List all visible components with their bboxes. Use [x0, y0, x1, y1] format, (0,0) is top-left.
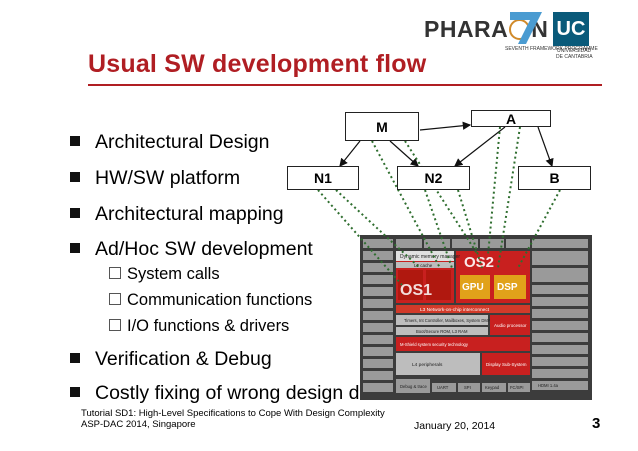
os2-label: OS2 — [464, 254, 494, 271]
chip-right-column — [532, 239, 588, 390]
checkbox-icon — [109, 319, 121, 331]
node-n1: N1 — [287, 166, 359, 190]
sub-bullet-io-drivers: I/O functions & drivers — [109, 317, 289, 336]
footer-line-2: ASP-DAC 2014, Singapore — [81, 419, 196, 430]
debug-label: Debug & trace — [400, 384, 427, 389]
audio-label: Audio processor — [494, 323, 527, 328]
keypad-label: Keypad — [485, 385, 500, 390]
hdmi-label: HDMI 1.4a — [538, 383, 559, 388]
edge-a-n2 — [454, 126, 506, 167]
sub-bullet-communication: Communication functions — [109, 291, 312, 310]
l2-label: L2 cache — [414, 263, 433, 268]
node-n2: N2 — [397, 166, 470, 190]
bullet-architectural-mapping: Architectural mapping — [70, 203, 284, 226]
bullet-square-icon — [70, 208, 80, 218]
bullet-square-icon — [70, 387, 80, 397]
chip-left-column — [363, 239, 393, 392]
bullet-text: Verification & Debug — [95, 348, 272, 370]
bullet-text: Ad/Hoc SW development — [95, 238, 313, 260]
dsp-label: DSP — [497, 282, 518, 293]
uc-caption-2: DE CANTABRIA — [556, 54, 593, 60]
soc-block-diagram: Dynamic memory manager L2 cache OS1 OS2 … — [360, 235, 592, 400]
bullet-square-icon — [70, 243, 80, 253]
uart-label: UART — [437, 385, 449, 390]
edge-m-n1 — [339, 140, 361, 167]
bullet-architectural-design: Architectural Design — [70, 131, 270, 154]
chip-top-row — [396, 239, 530, 248]
security-label: M-Shield system security technology — [400, 342, 469, 347]
seventh-framework-caption: SEVENTH FRAMEWORK PROGRAMME — [505, 46, 598, 52]
sub-bullet-text: System calls — [127, 265, 220, 283]
bullet-hw-sw-platform: HW/SW platform — [70, 167, 240, 190]
bullet-adhoc-sw-development: Ad/Hoc SW development — [70, 238, 313, 261]
footer-citation: Tutorial SD1: High-Level Specifications … — [81, 408, 385, 430]
dyn-mem-label: Dynamic memory manager — [400, 254, 460, 260]
bullet-text: Architectural Design — [95, 131, 270, 153]
display-label: Display Sub-System — [486, 362, 527, 367]
edge-m-a — [419, 121, 472, 131]
node-m: M — [345, 112, 419, 141]
footer-line-1: Tutorial SD1: High-Level Specifications … — [81, 408, 385, 419]
footer-date: January 20, 2014 — [414, 420, 496, 432]
bullet-square-icon — [70, 136, 80, 146]
sub-bullet-text: Communication functions — [127, 291, 313, 309]
page-number: 3 — [592, 415, 601, 432]
os1-label: OS1 — [400, 282, 432, 299]
node-b: B — [518, 166, 591, 190]
slide-title: Usual SW development flow — [88, 50, 427, 78]
sub-bullet-text: I/O functions & drivers — [127, 317, 290, 335]
uc-caption-1: UNIVERSIDAD — [557, 48, 592, 54]
bullet-square-icon — [70, 353, 80, 363]
uc-logo: UC — [553, 12, 589, 46]
edge-a-b — [537, 126, 554, 168]
spi-label: SPI — [464, 385, 471, 390]
sub-bullet-system-calls: System calls — [109, 265, 220, 284]
bullet-costly-fixing: Costly fixing of wrong design decisions — [70, 382, 430, 405]
seventh-framework-logo — [510, 12, 542, 44]
l3-label: L3 Network-on-chip interconnect — [420, 307, 490, 313]
checkbox-icon — [109, 267, 121, 279]
mapping-edges — [317, 126, 561, 286]
pharaon-logo-left: PHARA — [424, 16, 509, 42]
bullet-square-icon — [70, 172, 80, 182]
l4-label: L4 peripherals — [412, 362, 443, 368]
node-a: A — [471, 110, 551, 127]
seven-shape — [510, 12, 542, 44]
checkbox-icon — [109, 293, 121, 305]
l3-interconnect — [396, 305, 530, 313]
bullet-verification-debug: Verification & Debug — [70, 348, 272, 371]
edge-m-n2 — [389, 140, 419, 167]
fc-label: FC/SPI — [510, 385, 524, 390]
bullet-text: HW/SW platform — [95, 167, 241, 189]
timers-label: Timers, Int Controller, Mailboxes, Syste… — [404, 318, 491, 323]
title-underline — [88, 84, 602, 86]
bullet-text: Architectural mapping — [95, 203, 284, 225]
bullet-text: Costly fixing of wrong design decisions — [95, 382, 430, 404]
boot-label: Boot/Secure ROM, L3 RAM — [416, 329, 468, 334]
gpu-label: GPU — [462, 282, 484, 293]
